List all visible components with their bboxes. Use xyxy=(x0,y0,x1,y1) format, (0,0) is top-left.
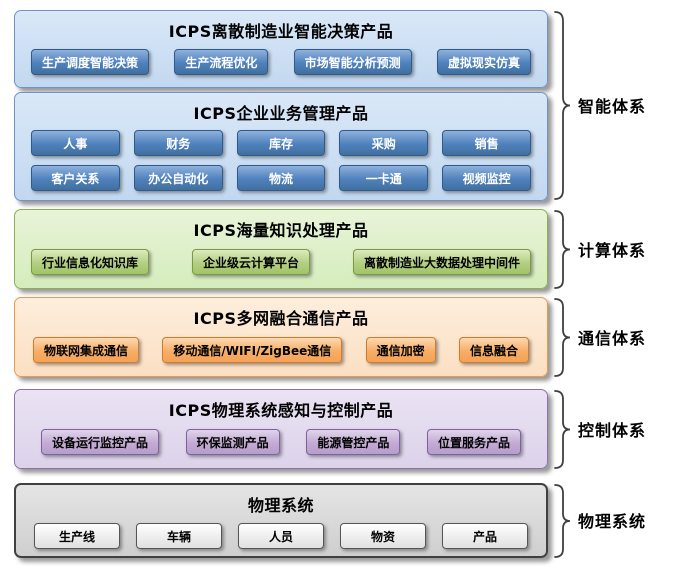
physical-item: 物资 xyxy=(340,523,426,549)
sensing-control-item: 环保监测产品 xyxy=(185,429,280,455)
physical-item: 生产线 xyxy=(34,523,120,549)
business-item: 客户关系 xyxy=(31,165,120,191)
decision-products-layer: ICPS离散制造业智能决策产品 生产调度智能决策 生产流程优化 市场智能分析预测… xyxy=(14,10,548,88)
business-item: 库存 xyxy=(236,130,326,156)
business-items-grid: 人事 财务 库存 采购 销售 客户关系 办公自动化 物流 一卡通 视频监控 xyxy=(15,130,547,191)
communication-items-row: 物联网集成通信 移动通信/WIFI/ZigBee通信 通信加密 信息融合 xyxy=(15,337,547,363)
sensing-control-item: 能源管控产品 xyxy=(306,429,401,455)
decision-item: 市场智能分析预测 xyxy=(293,49,412,75)
decision-layer-title: ICPS离散制造业智能决策产品 xyxy=(168,22,394,41)
business-item: 财务 xyxy=(133,130,223,156)
communication-item: 信息融合 xyxy=(458,337,529,363)
communication-layer: ICPS多网融合通信产品 物联网集成通信 移动通信/WIFI/ZigBee通信 … xyxy=(14,297,548,377)
physical-item: 车辆 xyxy=(136,523,222,549)
business-management-layer: ICPS企业业务管理产品 人事 财务 库存 采购 销售 客户关系 办公自动化 物… xyxy=(14,92,548,201)
business-item: 一卡通 xyxy=(339,165,429,191)
sensing-control-item: 设备运行监控产品 xyxy=(41,429,160,455)
physical-system-layer: 物理系统 生产线 车辆 人员 物资 产品 xyxy=(14,483,548,558)
brace-communication-system xyxy=(554,298,571,377)
communication-item: 物联网集成通信 xyxy=(33,337,140,363)
brace-physical-system xyxy=(554,484,571,558)
group-label-computing: 计算体系 xyxy=(578,241,647,260)
knowledge-items-row: 行业信息化知识库 企业级云计算平台 离散制造业大数据处理中间件 xyxy=(15,249,547,275)
physical-items-grid: 生产线 车辆 人员 物资 产品 xyxy=(16,523,546,549)
communication-layer-title: ICPS多网融合通信产品 xyxy=(193,309,369,328)
group-label-communication: 通信体系 xyxy=(578,329,647,348)
group-label-control: 控制体系 xyxy=(578,421,647,440)
group-label-physical: 物理系统 xyxy=(578,512,647,531)
sensing-control-items-row: 设备运行监控产品 环保监测产品 能源管控产品 位置服务产品 xyxy=(15,429,547,455)
business-item: 人事 xyxy=(31,130,120,156)
knowledge-item: 离散制造业大数据处理中间件 xyxy=(352,249,531,275)
sensing-control-layer: ICPS物理系统感知与控制产品 设备运行监控产品 环保监测产品 能源管控产品 位… xyxy=(14,389,548,469)
decision-item: 虚拟现实仿真 xyxy=(436,49,531,75)
brace-control-system xyxy=(554,390,571,469)
communication-item: 移动通信/WIFI/ZigBee通信 xyxy=(162,337,343,363)
brace-intelligent-system xyxy=(554,11,571,200)
decision-item: 生产流程优化 xyxy=(174,49,269,75)
business-item: 销售 xyxy=(442,130,531,156)
business-item: 视频监控 xyxy=(442,165,531,191)
knowledge-processing-layer: ICPS海量知识处理产品 行业信息化知识库 企业级云计算平台 离散制造业大数据处… xyxy=(14,209,548,289)
physical-layer-title: 物理系统 xyxy=(247,496,314,515)
decision-item: 生产调度智能决策 xyxy=(31,49,150,75)
decision-items-row: 生产调度智能决策 生产流程优化 市场智能分析预测 虚拟现实仿真 xyxy=(15,49,547,75)
knowledge-item: 行业信息化知识库 xyxy=(31,249,150,275)
communication-item: 通信加密 xyxy=(365,337,436,363)
business-layer-title: ICPS企业业务管理产品 xyxy=(193,104,369,123)
business-item: 办公自动化 xyxy=(133,165,223,191)
sensing-control-layer-title: ICPS物理系统感知与控制产品 xyxy=(168,401,394,420)
business-item: 采购 xyxy=(339,130,429,156)
physical-item: 产品 xyxy=(442,523,528,549)
knowledge-item: 企业级云计算平台 xyxy=(191,249,310,275)
group-label-intelligent: 智能体系 xyxy=(578,97,647,116)
sensing-control-item: 位置服务产品 xyxy=(426,429,521,455)
physical-item: 人员 xyxy=(238,523,324,549)
knowledge-layer-title: ICPS海量知识处理产品 xyxy=(193,221,369,240)
business-item: 物流 xyxy=(236,165,326,191)
brace-computing-system xyxy=(554,210,571,289)
